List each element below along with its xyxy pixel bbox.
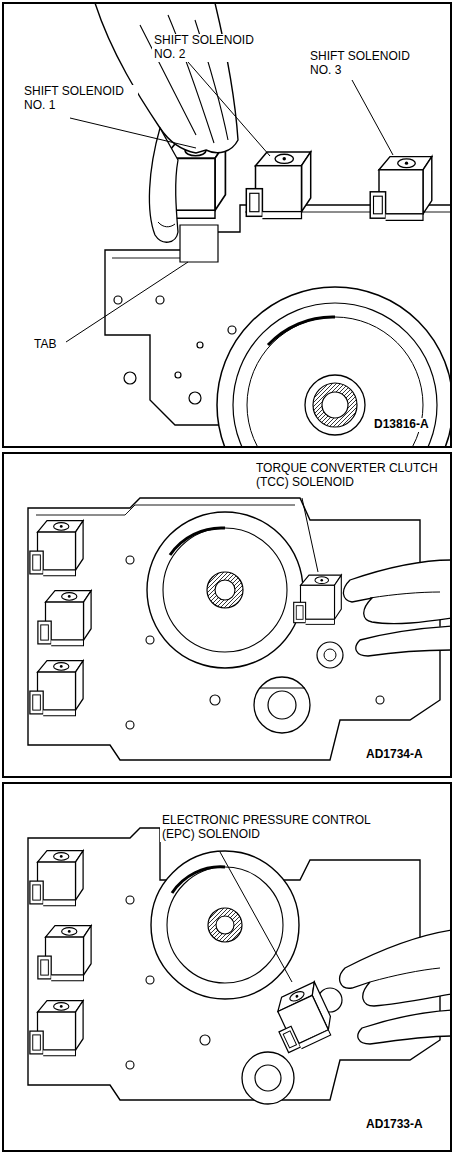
illustration-stroke [95, 3, 238, 153]
figure-number: AD1734-A [364, 748, 425, 762]
illustration-stroke [156, 296, 164, 304]
epc-solenoid [266, 982, 338, 1054]
illustration-stroke [216, 916, 234, 934]
valve-body-plate [28, 498, 440, 760]
illustration-stroke [343, 560, 451, 624]
illustration-stroke [217, 287, 451, 447]
illustration-stroke [158, 222, 175, 227]
illustration-stroke [30, 661, 83, 716]
illustration-stroke [197, 342, 203, 348]
illustration-stroke [170, 528, 225, 555]
illustration-stroke [38, 926, 91, 981]
illustration-stroke [126, 721, 134, 729]
callout-label: ELECTRONIC PRESSURE CONTROL (EPC) SOLENO… [160, 814, 382, 842]
illustration-stroke [370, 592, 440, 598]
panel-1-art [66, 3, 451, 447]
illustration-stroke [324, 649, 336, 661]
illustration-stroke [207, 572, 243, 608]
pump-ring [217, 287, 451, 447]
callout-label: SHIFT SOLENOID NO. 2 [152, 34, 268, 62]
illustration-stroke [255, 1065, 281, 1091]
illustration-stroke [124, 372, 136, 384]
illustration-stroke [163, 528, 287, 652]
callout-label: TORQUE CONVERTER CLUTCH (TCC) SOLENOID [254, 462, 446, 490]
illustration-stroke [172, 867, 225, 893]
illustration-stroke [114, 296, 122, 304]
callout-label: SHIFT SOLENOID NO. 1 [22, 85, 138, 113]
leader-line [220, 852, 292, 982]
illustration-stroke [356, 626, 451, 656]
illustration-stroke [175, 372, 181, 378]
illustration-stroke [36, 505, 295, 515]
illustration-stroke [149, 128, 178, 242]
illustration-stroke [242, 1052, 294, 1104]
illustration-stroke [30, 1001, 83, 1056]
illustration-stroke [126, 1061, 134, 1069]
illustration-stroke [233, 303, 437, 447]
illustration-stroke [38, 591, 91, 646]
illustration-stroke [305, 375, 365, 435]
panel-3-art [28, 828, 451, 1104]
hand [340, 930, 451, 1044]
figure-panel: TORQUE CONVERTER CLUTCH (TCC) SOLENOID AD… [2, 452, 452, 778]
tcc-solenoid [294, 575, 342, 624]
figure-number: D13816-A [372, 418, 431, 432]
figure-panel: SHIFT SOLENOID NO. 1 SHIFT SOLENOID NO. 2… [2, 2, 452, 448]
illustration-stroke [210, 695, 220, 705]
illustration-stroke [268, 317, 335, 345]
illustration-stroke [260, 688, 305, 689]
illustration-stroke [146, 976, 154, 984]
illustration-stroke [228, 326, 236, 334]
illustration-stroke [146, 636, 154, 644]
illustration-stroke [30, 851, 83, 906]
illustration-stroke [254, 677, 310, 733]
illustration-stroke [370, 968, 440, 982]
illustration-stroke [126, 896, 134, 904]
tab [180, 225, 218, 262]
illustration-stroke [322, 392, 348, 418]
illustration-stroke [215, 580, 235, 600]
illustration-stroke [340, 930, 451, 1006]
figure-panel: ELECTRONIC PRESSURE CONTROL (EPC) SOLENO… [2, 782, 452, 1152]
illustration-stroke [70, 118, 196, 148]
illustration-stroke [167, 867, 283, 983]
illustration-stroke [376, 696, 384, 704]
figure-number: AD1733-A [364, 1118, 425, 1132]
illustration-stroke [208, 908, 242, 942]
illustration-stroke [352, 80, 393, 155]
illustration-stroke [313, 383, 357, 427]
shift-solenoid-2 [246, 152, 310, 219]
illustration-stroke [188, 62, 270, 156]
illustration-stroke [358, 1010, 451, 1044]
shift-solenoid-3 [370, 157, 432, 221]
illustration-stroke [66, 262, 188, 342]
illustration-stroke [151, 851, 299, 999]
illustration-stroke [268, 691, 296, 719]
illustration-stroke [317, 642, 343, 668]
illustration-stroke [147, 512, 303, 668]
illustration-stroke [126, 556, 134, 564]
illustration-stroke [189, 392, 201, 404]
leader-line [302, 498, 318, 572]
hand [343, 560, 451, 656]
illustration-stroke [30, 521, 83, 576]
illustration-stroke [200, 1035, 210, 1045]
callout-label: TAB [32, 338, 58, 352]
panel-2-art [28, 498, 451, 760]
callout-label: SHIFT SOLENOID NO. 3 [308, 50, 424, 78]
